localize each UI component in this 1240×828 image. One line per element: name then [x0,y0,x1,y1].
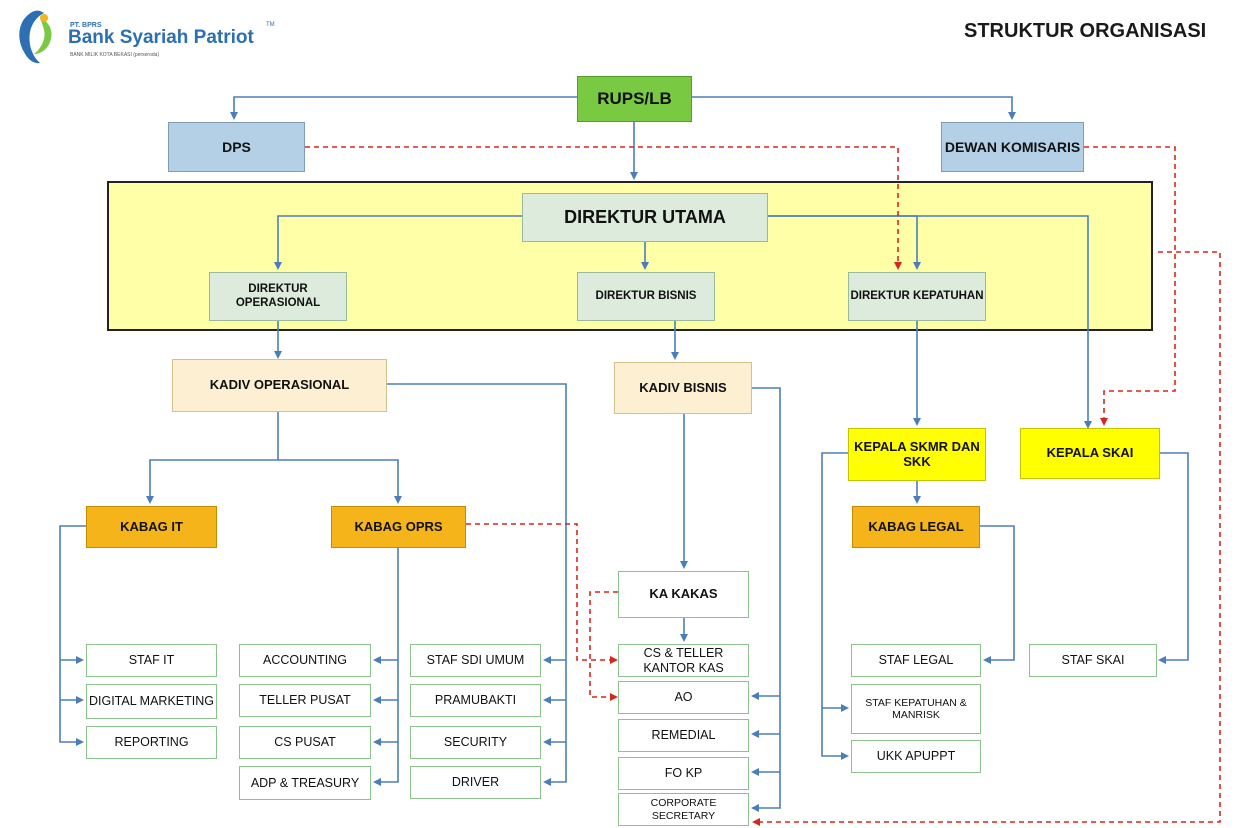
node-kepala-skai: KEPALA SKAI [1020,428,1160,479]
node-kabag-it: KABAG IT [86,506,217,548]
node-direktur-operasional: DIREKTUR OPERASIONAL [209,272,347,321]
node-fo-kp: FO KP [618,757,749,790]
node-security: SECURITY [410,726,541,759]
node-staf-skai: STAF SKAI [1029,644,1157,677]
node-cs-teller-kantor-kas: CS & TELLER KANTOR KAS [618,644,749,677]
line-kadivops-kabagit [146,412,279,504]
node-teller-pusat: TELLER PUSAT [239,684,371,717]
line-kadivops-kabagoprs [278,459,402,504]
node-staf-kepatuhan-manrisk: STAF KEPATUHAN & MANRISK [851,684,981,734]
line-kabagit-staff [59,525,86,746]
node-kadiv-operasional: KADIV OPERASIONAL [172,359,387,412]
line-rups-dewan [692,96,1016,120]
dashed-dewan-skai [1084,146,1176,426]
logo-icon [19,10,52,64]
node-dewan-komisaris: DEWAN KOMISARIS [941,122,1084,172]
node-direktur-bisnis: DIREKTUR BISNIS [577,272,715,321]
line-rups-dps [230,96,577,120]
node-rups: RUPS/LB [577,76,692,122]
line-dirut-dirkep [768,215,921,270]
node-ukk-apuppt: UKK APUPPT [851,740,981,773]
node-staf-legal: STAF LEGAL [851,644,981,677]
dashed-kabagoprs-cs [466,523,618,664]
logo-tagline: BANK MILIK KOTA BEKASI (perseroda) [70,52,160,58]
node-ao: AO [618,681,749,714]
dashed-dewan-corpsec [752,251,1221,826]
logo-company-name: Bank Syariah Patriot [68,27,254,48]
node-reporting: REPORTING [86,726,217,759]
node-pramubakti: PRAMUBAKTI [410,684,541,717]
node-kabag-oprs: KABAG OPRS [331,506,466,548]
node-kepala-skmr: KEPALA SKMR DAN SKK [848,428,986,481]
line-dirut-dirops [274,215,522,270]
node-accounting: ACCOUNTING [239,644,371,677]
node-remedial: REMEDIAL [618,719,749,752]
line-kabagoprs-staff [373,548,399,786]
line-skmr-staff [821,452,849,760]
node-corporate-secretary: CORPORATE SECRETARY [618,793,749,826]
line-skai-staf [1158,452,1189,664]
node-kadiv-bisnis: KADIV BISNIS [614,362,752,414]
node-adp-treasury: ADP & TREASURY [239,766,371,800]
logo-trademark: TM [266,22,275,28]
node-kabag-legal: KABAG LEGAL [852,506,980,548]
node-ka-kakas: KA KAKAS [618,571,749,618]
line-legal-staf [980,525,1015,664]
node-direktur-kepatuhan: DIREKTUR KEPATUHAN [848,272,986,321]
company-logo: PT. BPRS Bank Syariah Patriot BANK MILIK… [10,8,280,68]
node-direktur-utama: DIREKTUR UTAMA [522,193,768,242]
node-driver: DRIVER [410,766,541,799]
node-cs-pusat: CS PUSAT [239,726,371,759]
line-dirut-skai [768,215,1092,429]
line-kadivbis-staff [751,387,781,812]
dashed-kakas-ao [589,591,618,701]
node-dps: DPS [168,122,305,172]
node-staf-sdi-umum: STAF SDI UMUM [410,644,541,677]
page-title: STRUKTUR ORGANISASI [964,20,1207,42]
node-digital-marketing: DIGITAL MARKETING [86,684,217,719]
node-staf-it: STAF IT [86,644,217,677]
logo-company-prefix: PT. BPRS [70,22,102,29]
line-kadivops-umum [387,383,567,786]
